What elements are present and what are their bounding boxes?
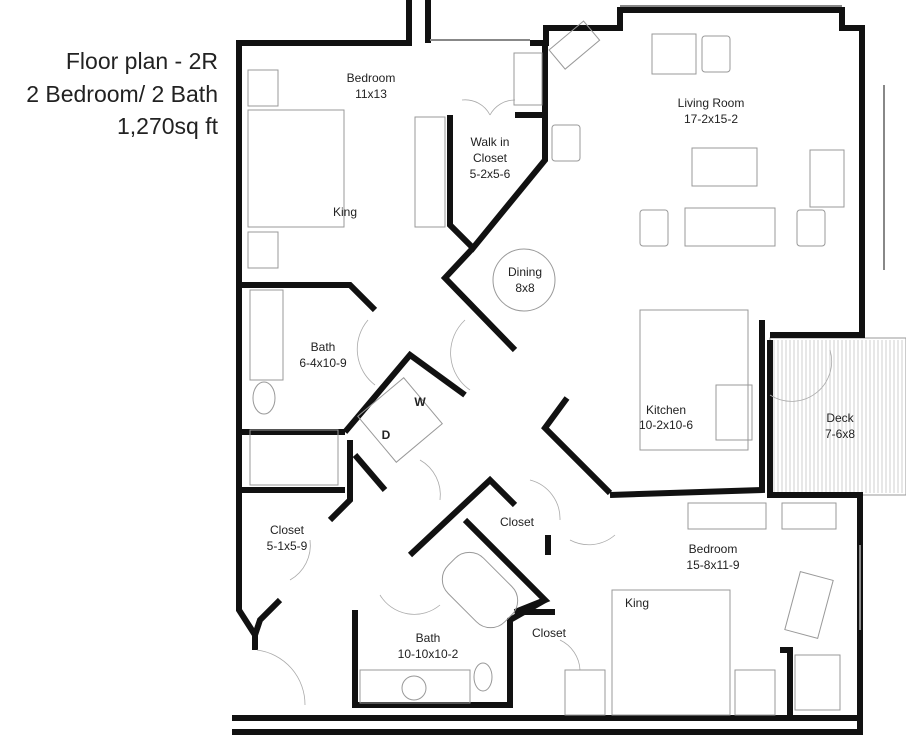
bedroom1-size: 11x13 <box>355 87 387 101</box>
plan-area: 1,270sq ft <box>116 113 218 139</box>
interior-walls <box>242 45 793 715</box>
walkin-name2: Closet <box>473 151 508 165</box>
door-swings <box>256 99 833 706</box>
bedroom1-name: Bedroom <box>347 71 396 85</box>
dining-size: 8x8 <box>515 281 535 295</box>
closet1-size: 5-1x5-9 <box>267 539 308 553</box>
bath1-name: Bath <box>311 340 336 354</box>
plan-title: Floor plan - 2R <box>65 48 218 74</box>
dining-name: Dining <box>508 265 542 279</box>
exterior-walls <box>232 0 885 735</box>
bedroom2-bed: King <box>625 596 649 610</box>
washer-label: W <box>414 395 426 409</box>
closet1-name: Closet <box>270 523 305 537</box>
living-name: Living Room <box>678 96 745 110</box>
kitchen-size: 10-2x10-6 <box>639 418 693 432</box>
closet3-name: Closet <box>532 626 567 640</box>
room-labels: Bedroom 11x13 King Walk in Closet 5-2x5-… <box>267 71 856 661</box>
bedroom2-name: Bedroom <box>689 542 738 556</box>
deck-size: 7-6x8 <box>825 427 855 441</box>
walkin-size: 5-2x5-6 <box>470 167 511 181</box>
deck-name: Deck <box>826 411 854 425</box>
furniture <box>247 20 845 716</box>
bedroom1-bed: King <box>333 205 357 219</box>
living-size: 17-2x15-2 <box>684 112 738 126</box>
closet2-name: Closet <box>500 515 535 529</box>
kitchen-name: Kitchen <box>646 403 686 417</box>
plan-bed-bath: 2 Bedroom/ 2 Bath <box>26 81 218 107</box>
king-bed-1 <box>247 109 345 228</box>
dining-table <box>492 248 556 312</box>
walkin-name1: Walk in <box>471 135 510 149</box>
dryer-label: D <box>382 428 391 442</box>
bath2-size: 10-10x10-2 <box>398 647 459 661</box>
bath1-size: 6-4x10-9 <box>299 356 347 370</box>
bedroom2-size: 15-8x11-9 <box>686 558 739 572</box>
king-bed-2 <box>611 589 731 716</box>
bath2-name: Bath <box>416 631 441 645</box>
